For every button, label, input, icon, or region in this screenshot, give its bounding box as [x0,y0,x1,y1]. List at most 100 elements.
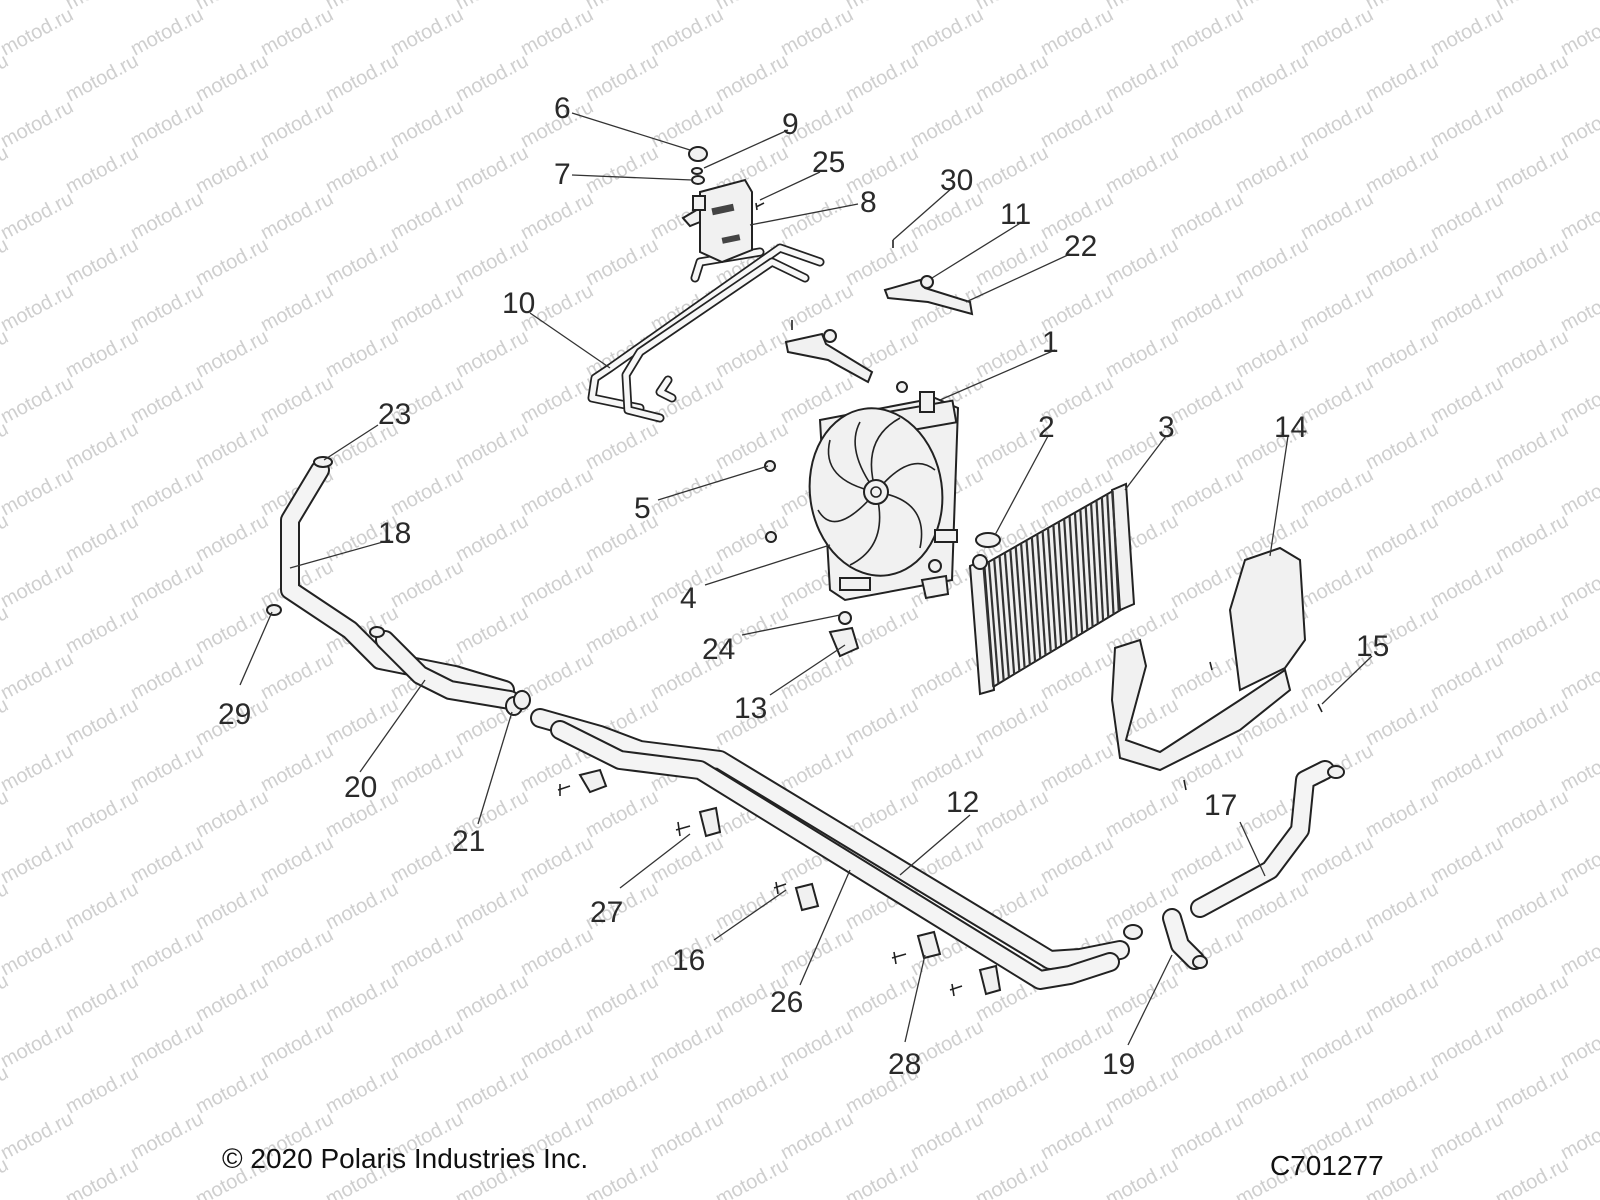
watermark-text: motod.ru [1427,556,1507,612]
watermark-text: motod.ru [257,740,337,796]
watermark-text: motod.ru [1427,832,1507,888]
watermark-text: motod.ru [1297,4,1377,60]
watermark-text: motod.ru [192,0,272,14]
watermark-text: motod.ru [192,878,272,934]
watermark-text: motod.ru [62,234,142,290]
watermark-text: motod.ru [322,50,402,106]
watermark-text: motod.ru [1557,96,1600,152]
watermark-text: motod.ru [1102,326,1182,382]
radiator-fin [1073,512,1084,634]
watermark-text: motod.ru [582,50,662,106]
fan-shroud-bracket [784,320,874,384]
watermark-text: motod.ru [1297,188,1377,244]
watermark-text: motod.ru [0,556,77,612]
watermark-text: motod.ru [1557,372,1600,428]
watermark-text: motod.ru [387,740,467,796]
hose-lower-left [375,630,520,710]
watermark-text: motod.ru [582,142,662,198]
coolant-tube-assembly [587,243,825,423]
callout-20: 20 [344,771,377,804]
watermark-text: motod.ru [1362,878,1442,934]
shroud-nut-top [896,381,908,393]
hose-upper-left [280,460,515,700]
callout-8: 8 [860,186,877,219]
radiator-fin [1068,515,1079,637]
callout-29: 29 [218,698,251,731]
radiator-fin [998,555,1011,678]
watermark-text: motod.ru [1492,970,1572,1026]
watermark-text: motod.ru [1297,464,1377,520]
watermark-text: motod.ru [1557,1016,1600,1072]
deflector-screw-2 [1183,779,1187,791]
watermark-text: motod.ru [1037,832,1117,888]
watermark-text: motod.ru [1362,142,1442,198]
deflector-screw-3 [1209,661,1213,671]
watermark-text: motod.ru [842,142,922,198]
watermark-text: motod.ru [1362,786,1442,842]
upper-mount-bracket [883,240,974,316]
watermark-text: motod.ru [322,234,402,290]
watermark-text: motod.ru [62,1062,142,1118]
watermark-text: motod.ru [1492,694,1572,750]
watermark-text: motod.ru [452,50,532,106]
watermark-text: motod.ru [1037,96,1117,152]
watermark-text: motod.ru [712,0,792,14]
pipe-clip-3 [794,882,820,912]
radiator-fin [1079,509,1089,631]
radiator-fin [1041,531,1052,653]
watermark-text: motod.ru [62,1154,142,1200]
watermark-text: motod.ru [127,96,207,152]
watermark-text: motod.ru [1167,464,1247,520]
watermark-text: motod.ru [452,326,532,382]
watermark-text: motod.ru [842,50,922,106]
watermark-text: motod.ru [322,142,402,198]
watermark-text: motod.ru [842,1154,922,1200]
watermark-text: motod.ru [127,648,207,704]
radiator-fins [982,491,1120,687]
watermark-text: motod.ru [972,234,1052,290]
callout-15: 15 [1356,630,1389,663]
watermark-text: motod.ru [1492,234,1572,290]
watermark-text: motod.ru [1427,96,1507,152]
watermark-text: motod.ru [257,4,337,60]
watermark-text: motod.ru [777,1108,857,1164]
reservoir-gasket [691,175,705,185]
watermark-text: motod.ru [127,1016,207,1072]
watermark-text: motod.ru [1427,1108,1507,1164]
watermark-text: motod.ru [387,188,467,244]
watermark-text: motod.ru [517,464,597,520]
watermark-text: motod.ru [1037,740,1117,796]
watermark-text: motod.ru [192,602,272,658]
watermark-text: motod.ru [1232,50,1312,106]
watermark-text: motod.ru [907,96,987,152]
watermark-text: motod.ru [127,1108,207,1164]
watermark-text: motod.ru [452,510,532,566]
watermark-text: motod.ru [1492,50,1572,106]
hose-elbow [1162,908,1205,970]
watermark-text: motod.ru [127,740,207,796]
watermark-text: motod.ru [517,4,597,60]
callout-12: 12 [946,786,979,819]
radiator-lower-bracket [920,559,950,600]
watermark-text: motod.ru [712,418,792,474]
watermark-text: motod.ru [1492,1154,1572,1200]
watermark-text: motod.ru [582,1062,662,1118]
radiator-fin [982,564,995,687]
watermark-text: motod.ru [1037,4,1117,60]
watermark-text: motod.ru [712,1154,792,1200]
watermark-text: motod.ru [1427,740,1507,796]
watermark-text: motod.ru [972,50,1052,106]
watermark-text: motod.ru [387,556,467,612]
radiator-fin [1106,494,1115,615]
watermark-text: motod.ru [1492,1062,1572,1118]
watermark-text: motod.ru [517,832,597,888]
watermark-text: motod.ru [1297,280,1377,336]
watermark-text: motod.ru [1492,510,1572,566]
watermark-text: motod.ru [1102,234,1182,290]
watermark-text: motod.ru [1557,280,1600,336]
watermark-text: motod.ru [1297,372,1377,428]
watermark-text: motod.ru [777,280,857,336]
watermark-text: motod.ru [1102,50,1182,106]
watermark-text: motod.ru [647,832,727,888]
radiator-fin [1014,546,1026,669]
